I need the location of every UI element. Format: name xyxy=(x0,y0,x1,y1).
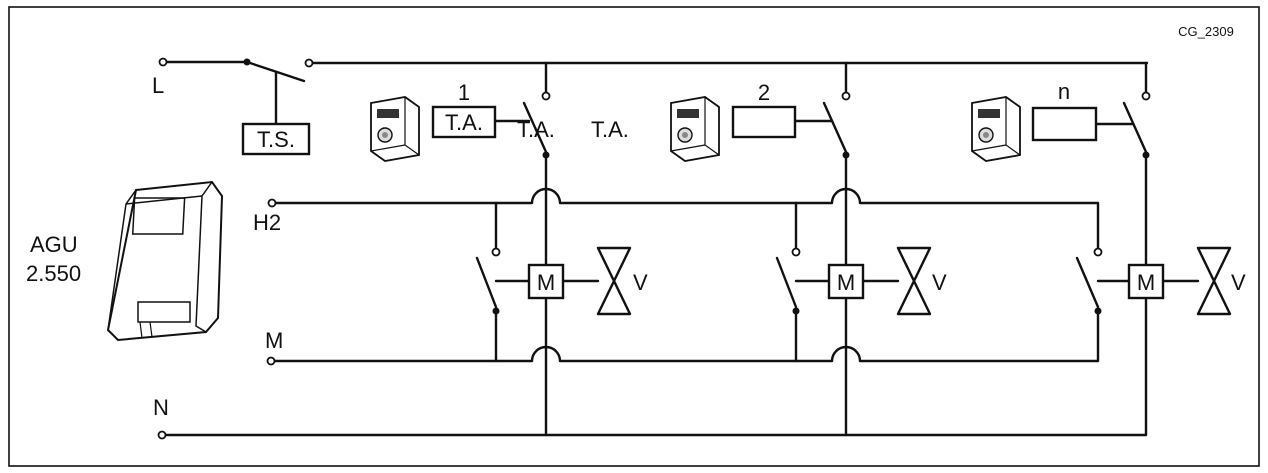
line-label-l: L xyxy=(152,73,164,98)
n-line xyxy=(157,430,1148,440)
zone-n xyxy=(1075,61,1200,437)
valve-label-1: V xyxy=(633,270,648,295)
l-line xyxy=(158,57,1149,126)
zone-number-1: 1 xyxy=(458,80,470,105)
ta-box-2 xyxy=(731,105,797,139)
motor-label-n: M xyxy=(1137,270,1155,295)
line-label-m: M xyxy=(265,328,283,353)
diagram-frame xyxy=(8,6,1260,467)
zone-1 xyxy=(475,61,600,437)
valve-icon-1 xyxy=(596,246,632,316)
ta-box-n xyxy=(1031,106,1098,142)
thermostat-icon-1 xyxy=(370,96,420,162)
zone-2 xyxy=(775,61,900,437)
ta-box-1 xyxy=(431,105,497,139)
motor-label-2: M xyxy=(837,270,855,295)
valve-icon-n xyxy=(1196,246,1232,316)
valve-label-2: V xyxy=(932,270,947,295)
ta-label-1: T.A. xyxy=(445,110,483,135)
ta-label-free: T.A. xyxy=(517,117,555,142)
motor-box-1 xyxy=(527,263,565,300)
ta-label-free-2: T.A. xyxy=(591,117,629,142)
h2-line xyxy=(267,187,1100,250)
agu-label-line1: AGU xyxy=(30,232,78,257)
line-label-h2: H2 xyxy=(253,210,281,235)
valve-icon-2 xyxy=(896,246,932,316)
zone-number-2: 2 xyxy=(758,80,770,105)
ts-box xyxy=(241,122,311,156)
diagram-code: CG_2309 xyxy=(1178,24,1234,39)
agu-label-line2: 2.550 xyxy=(26,261,81,286)
thermostat-icon-n xyxy=(971,96,1021,162)
motor-label-1: M xyxy=(537,270,555,295)
motor-box-2 xyxy=(827,263,865,300)
ts-label: T.S. xyxy=(257,127,295,152)
motor-box-n xyxy=(1127,263,1165,300)
m-line xyxy=(266,310,1100,366)
valve-label-n: V xyxy=(1231,270,1246,295)
zone-number-n: n xyxy=(1058,79,1070,104)
agu-device-icon xyxy=(106,180,224,342)
thermostat-icon-2 xyxy=(670,96,720,162)
line-label-n: N xyxy=(153,395,169,420)
